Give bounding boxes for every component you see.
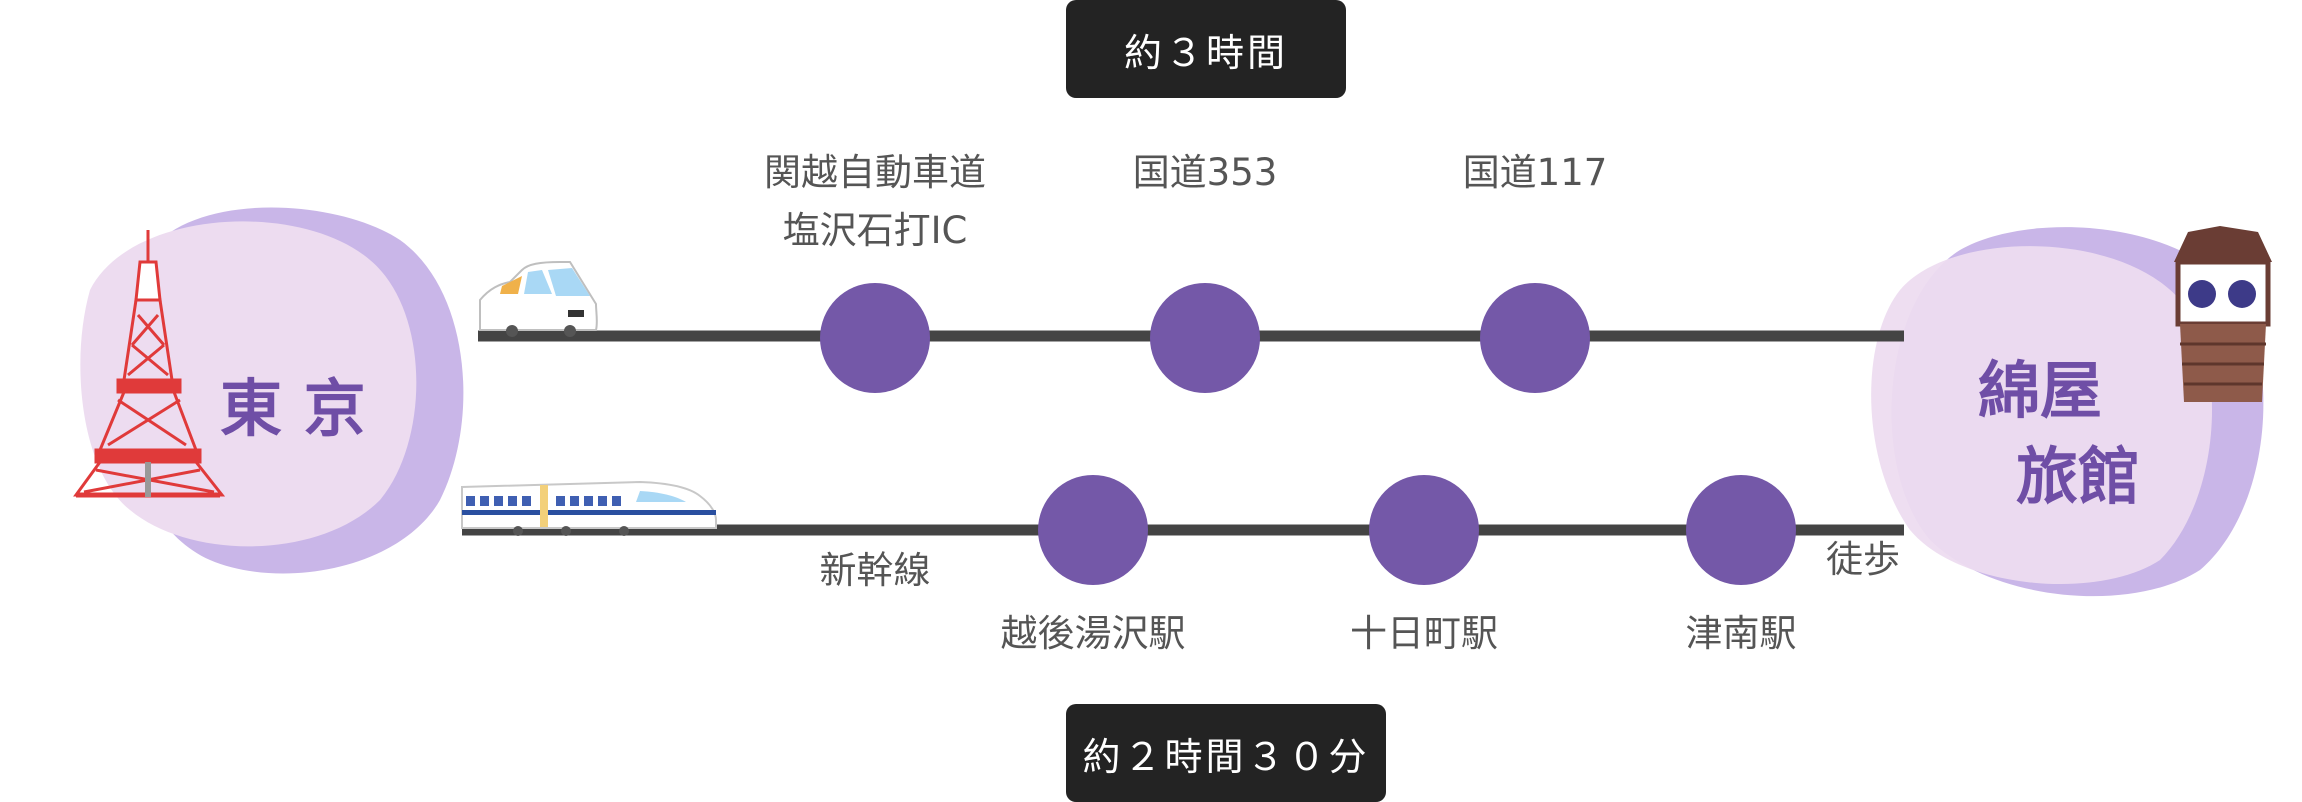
shinkansen-line-label: 新幹線 xyxy=(819,549,931,592)
destination-label-line1: 綿屋 xyxy=(1978,354,2103,427)
tokyo-tower-icon xyxy=(73,230,226,498)
walk-label: 徒歩 xyxy=(1826,538,1900,581)
car-duration-badge: 約３時間 xyxy=(1066,0,1346,98)
car-stop-label-3: 国道117 xyxy=(1462,151,1608,194)
train-duration-badge: 約２時間３０分 xyxy=(1066,704,1386,802)
train-station-node-2 xyxy=(1369,475,1479,585)
clock-tower-icon xyxy=(2174,226,2272,402)
train-station-label-2: 十日町駅 xyxy=(1350,612,1498,655)
train-station-label-3: 津南駅 xyxy=(1685,612,1797,655)
train-station-node-1 xyxy=(1038,475,1148,585)
destination-label-line2: 旅館 xyxy=(2016,440,2141,513)
shinkansen-train-icon xyxy=(461,480,717,536)
car-stop-label-2: 国道353 xyxy=(1132,151,1278,194)
car-stop-node-2 xyxy=(1150,283,1260,393)
train-station-label-1: 越後湯沢駅 xyxy=(1000,612,1186,655)
car-stop-node-1 xyxy=(820,283,930,393)
train-station-node-3 xyxy=(1686,475,1796,585)
origin-label: 東 京 xyxy=(220,372,366,445)
origin-blob xyxy=(80,207,464,574)
car-stop-label-1: 関越自動車道 塩沢石打IC xyxy=(764,151,986,252)
car-stop-node-3 xyxy=(1480,283,1590,393)
taxi-car-icon xyxy=(479,261,598,337)
destination-blob xyxy=(1871,227,2264,597)
